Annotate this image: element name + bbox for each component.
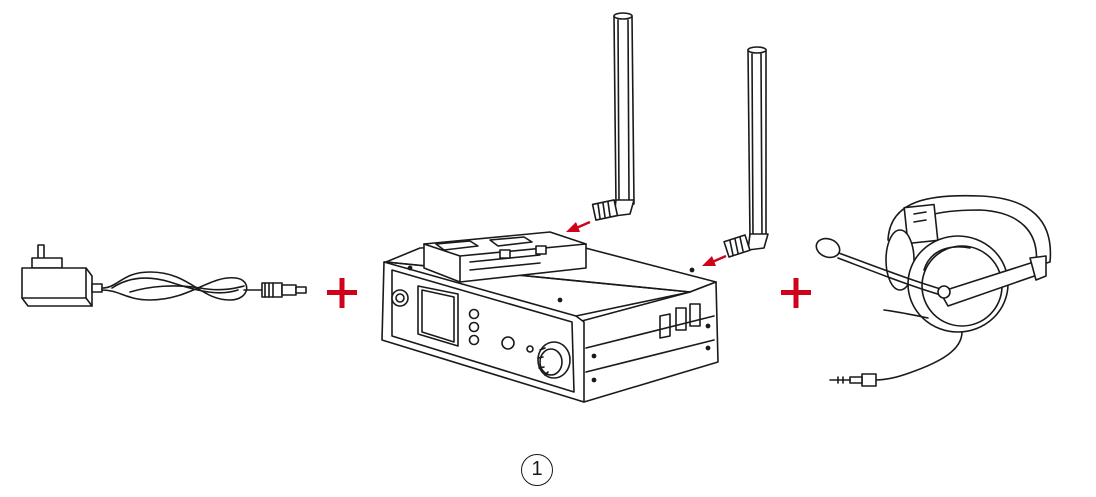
arrow-icon <box>566 220 591 232</box>
power-adapter-icon <box>21 244 307 307</box>
headset-icon <box>815 194 1052 387</box>
antenna-icon <box>723 46 769 258</box>
receiver-base-station-icon <box>381 231 719 403</box>
plus-icon <box>327 278 357 308</box>
arrow-icon <box>702 254 727 266</box>
plus-icon <box>781 278 811 308</box>
step-number: 1 <box>521 454 553 486</box>
antenna-icon <box>591 12 635 221</box>
